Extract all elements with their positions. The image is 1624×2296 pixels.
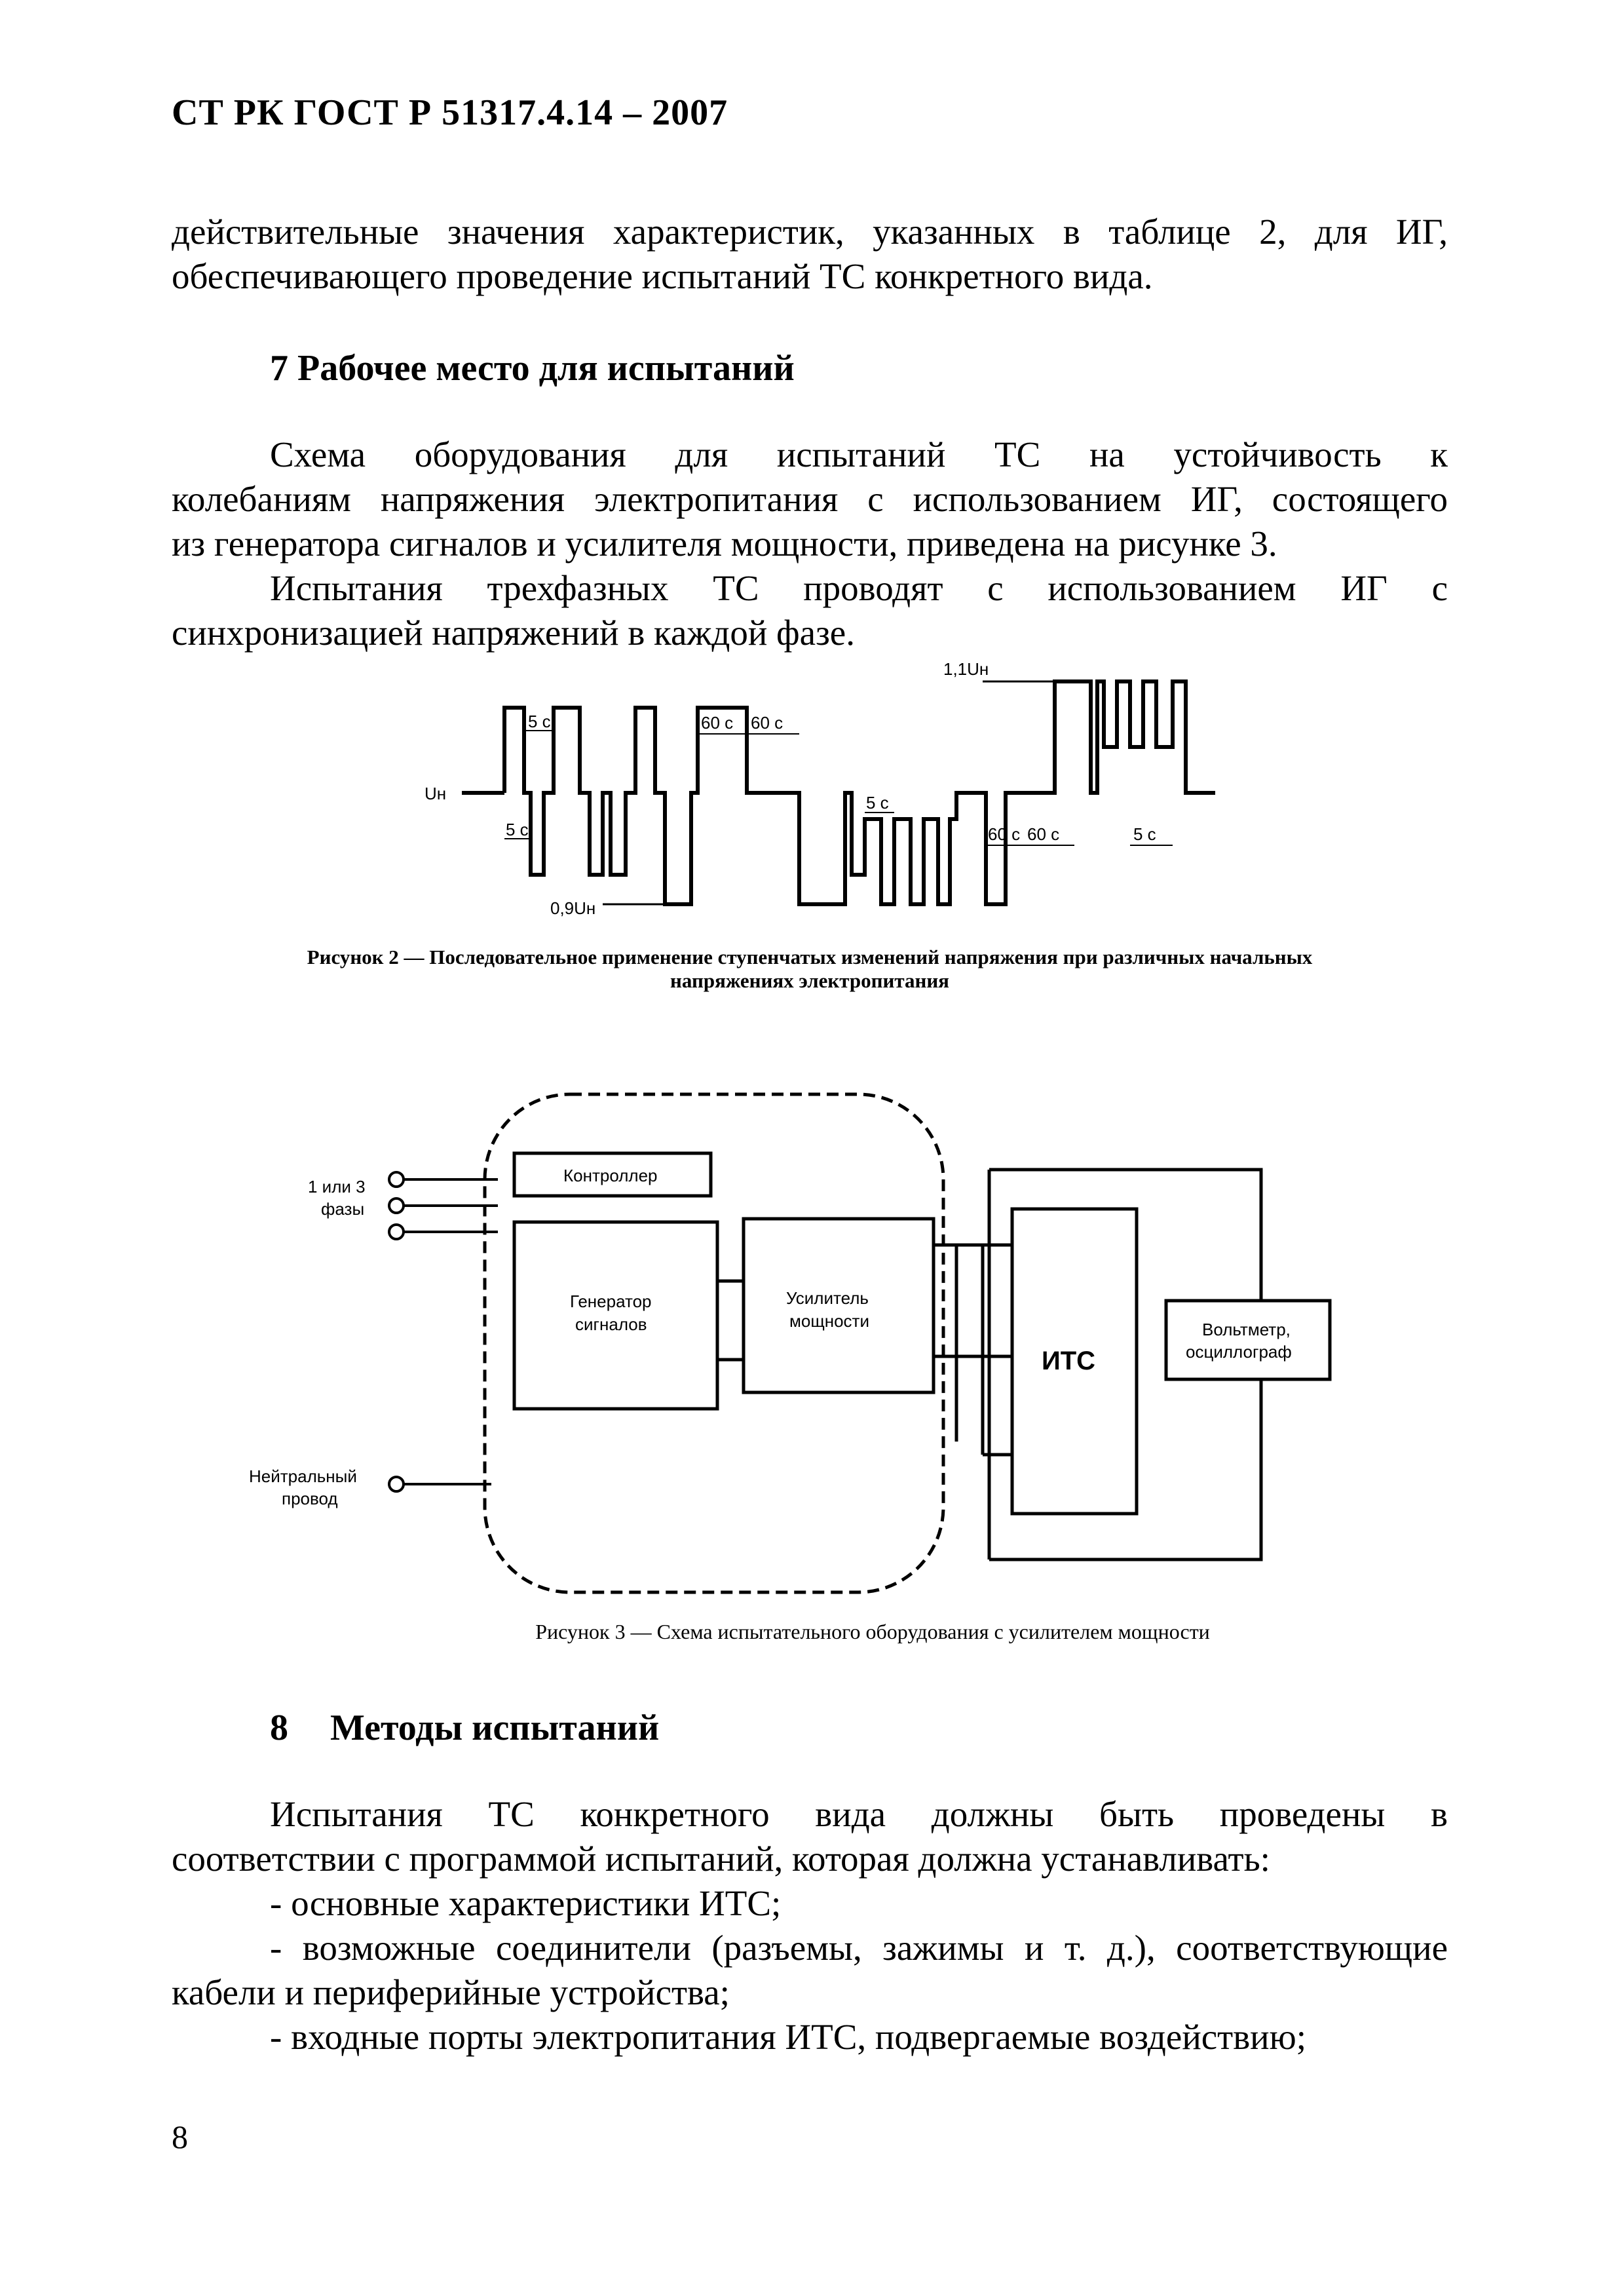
label-un: Uн [425, 784, 446, 803]
text-line: обеспечивающего проведение испытаний ТС … [172, 256, 1153, 296]
text-line: Испытания ТС конкретного вида должны быт… [270, 1794, 1448, 1834]
section-8-number: 8 [270, 1708, 288, 1748]
section-7-heading: 7 Рабочее место для испытаний [270, 348, 795, 389]
label-60s-4: 60 с [1027, 824, 1059, 844]
list-item: - входные порты электропитания ИТС, подв… [270, 2017, 1306, 2057]
caption-line: напряжениях электропитания [670, 969, 949, 992]
intro-paragraph: действительные значения характеристик, у… [172, 210, 1448, 299]
figure-2-caption: Рисунок 2 — Последовательное применение … [172, 946, 1448, 993]
inputs-label-l1: 1 или 3 [308, 1177, 366, 1196]
figure-3-diagram: 1 или 3 фазы Нейтральный провод Контролл… [249, 1092, 1332, 1594]
eut-block [1010, 1207, 1139, 1516]
text-line: синхронизацией напряжений в каждой фазе. [172, 613, 855, 653]
text-line: действительные значения характеристик, у… [172, 212, 1448, 252]
meter-bottom-link [989, 1379, 1263, 1561]
eut-label: ИТС [1042, 1347, 1095, 1375]
text-line: колебаниям напряжения электропитания с и… [172, 479, 1448, 519]
page-number: 8 [172, 2118, 188, 2155]
meter-label-l1: Вольтметр, [1202, 1320, 1291, 1339]
text-line: Испытания трехфазных ТС проводят с испол… [270, 568, 1448, 608]
section-8-heading: 8 Методы испытаний [270, 1707, 659, 1749]
voltmeter-oscilloscope-block [1164, 1299, 1332, 1381]
section-8-title: Методы испытаний [330, 1708, 660, 1748]
phase-terminal-3 [388, 1223, 405, 1240]
phase-terminal-2 [388, 1197, 405, 1214]
inputs-label-l2: фазы [321, 1199, 364, 1219]
text-line: кабели и периферийные устройства; [172, 1972, 730, 2012]
caption-line: Рисунок 2 — Последовательное применение … [307, 946, 1313, 968]
document-header: СТ РК ГОСТ Р 51317.4.14 – 2007 [172, 92, 728, 133]
neutral-terminal [388, 1476, 405, 1493]
signal-generator-block [512, 1220, 719, 1411]
neutral-label-l1: Нейтральный [249, 1466, 357, 1486]
list-item: - возможные соединители (разъемы, зажимы… [270, 1928, 1448, 1968]
label-5s-2: 5 с [506, 820, 529, 839]
section-7-paragraph-2: Испытания трехфазных ТС проводят с испол… [172, 566, 1448, 655]
label-60s-2: 60 с [751, 713, 783, 733]
neutral-label-l2: провод [282, 1489, 338, 1508]
amplifier-label-l2: мощности [789, 1311, 869, 1331]
label-5s-4: 5 с [1133, 824, 1156, 844]
controller-label: Контроллер [563, 1166, 657, 1185]
section-8-paragraph: Испытания ТС конкретного вида должны быт… [172, 1792, 1448, 2059]
text-line: соответствии с программой испытаний, кот… [172, 1839, 1270, 1879]
figure-2-plot: Uн 1,1Uн 0,9Uн 5 с 5 с 60 с 60 с 5 с 60 … [393, 655, 1310, 930]
phase-terminal-1 [388, 1171, 405, 1188]
label-1-1un: 1,1Uн [943, 659, 989, 679]
ig-enclosure [483, 1092, 945, 1594]
generator-label-l2: сигналов [575, 1314, 647, 1334]
voltage-steps [502, 679, 1215, 906]
label-5s-3: 5 с [866, 793, 889, 813]
text-line: из генератора сигналов и усилителя мощно… [172, 524, 1277, 564]
list-item: - основные характеристики ИТС; [270, 1883, 782, 1923]
controller-block [512, 1151, 713, 1198]
label-60s-3: 60 с [988, 824, 1020, 844]
label-0-9un: 0,9Uн [550, 898, 595, 918]
generator-label-l1: Генератор [570, 1292, 652, 1311]
figure-3-caption: Рисунок 3 — Схема испытательного оборудо… [535, 1620, 1210, 1643]
amplifier-label-l1: Усилитель [786, 1288, 869, 1308]
label-5s-1: 5 с [528, 712, 551, 731]
meter-top-link [989, 1168, 1263, 1301]
label-60s-1: 60 с [701, 713, 733, 733]
meter-label-l2: осциллограф [1186, 1342, 1292, 1362]
section-7-paragraph-1: Схема оборудования для испытаний ТС на у… [172, 432, 1448, 566]
power-amplifier-block [742, 1217, 935, 1394]
text-line: Схема оборудования для испытаний ТС на у… [270, 434, 1448, 474]
